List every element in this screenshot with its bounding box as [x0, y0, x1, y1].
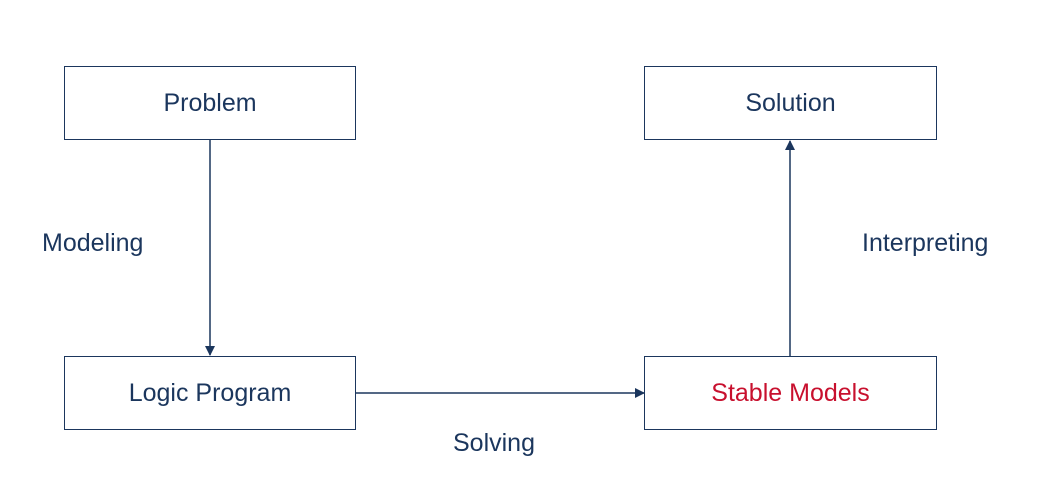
node-solution: Solution — [644, 66, 937, 140]
edge-label-solving: Solving — [453, 429, 535, 457]
edge-label-interpreting: Interpreting — [862, 229, 989, 257]
node-problem-label: Problem — [163, 88, 257, 117]
node-solution-label: Solution — [745, 88, 836, 117]
edge-label-modeling: Modeling — [42, 229, 144, 257]
node-logic-program: Logic Program — [64, 356, 356, 430]
node-logic-program-label: Logic Program — [128, 378, 292, 407]
node-stable-models-label: Stable Models — [711, 378, 870, 407]
node-problem: Problem — [64, 66, 356, 140]
node-stable-models: Stable Models — [644, 356, 937, 430]
